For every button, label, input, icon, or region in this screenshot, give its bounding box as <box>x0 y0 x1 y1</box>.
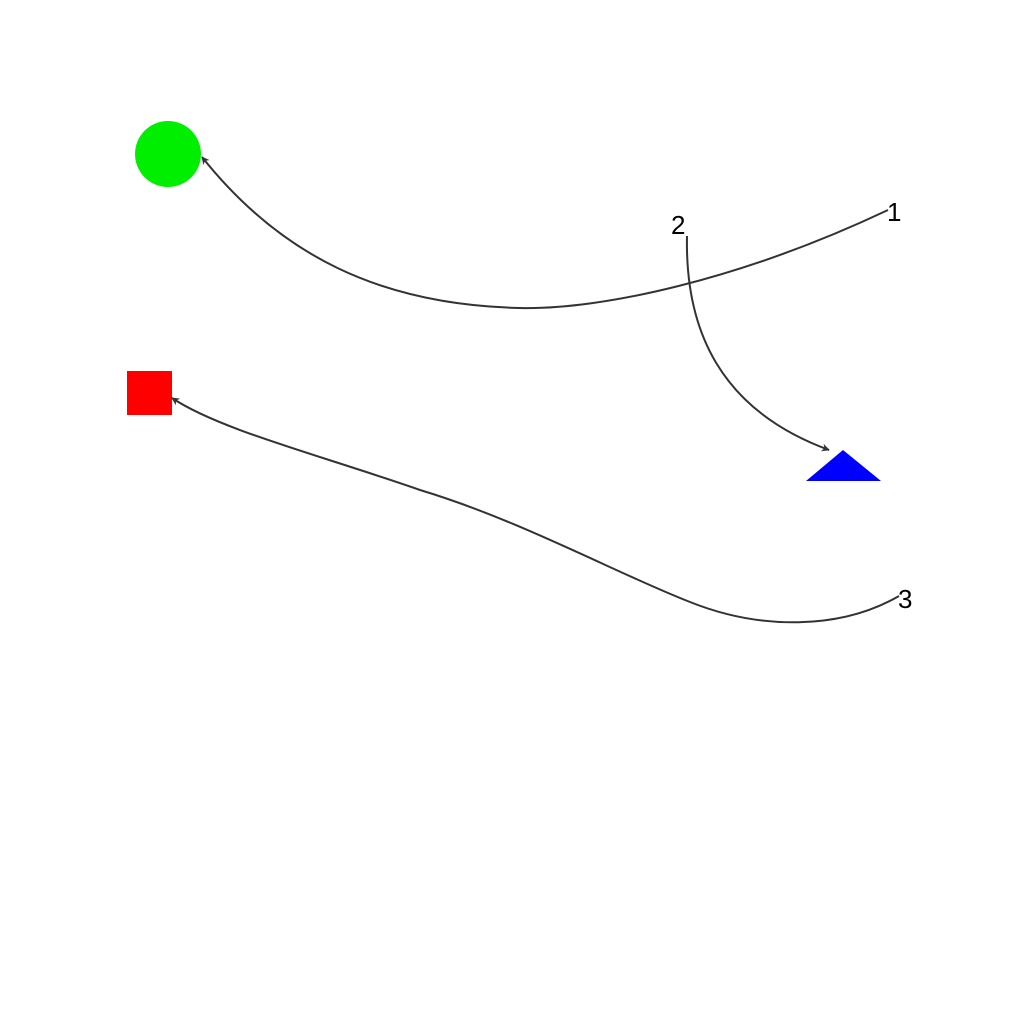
green-circle <box>135 121 201 187</box>
arrow-label-3: 3 <box>898 584 912 614</box>
arrow-label-2: 2 <box>671 210 685 240</box>
red-square <box>127 371 172 415</box>
arrow-label-1: 1 <box>887 197 901 227</box>
arrow-3 <box>171 397 900 624</box>
arrow-1 <box>201 156 889 310</box>
arrow-2 <box>685 235 830 452</box>
blue-triangle <box>806 450 881 481</box>
